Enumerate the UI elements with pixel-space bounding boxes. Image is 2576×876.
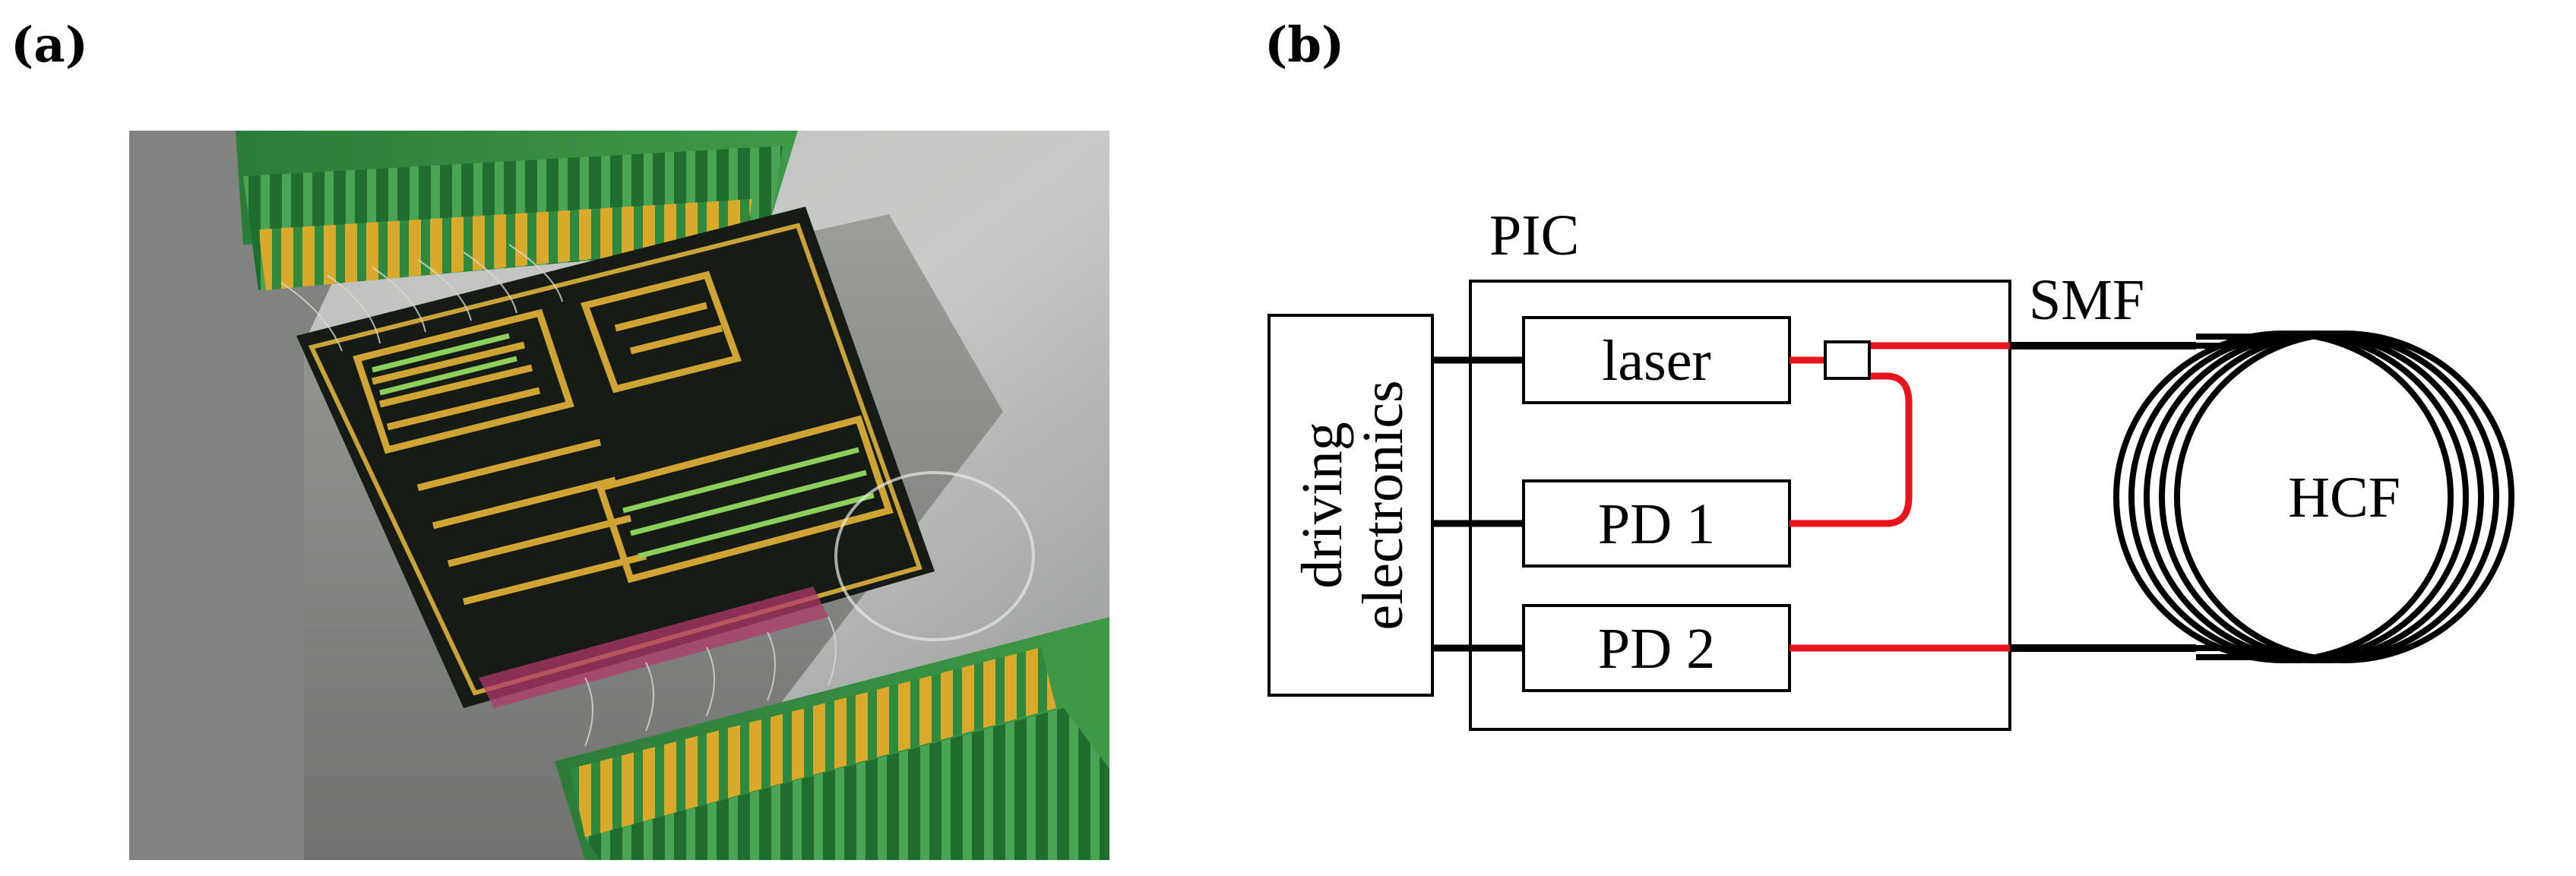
driving-electronics-box (1267, 314, 1434, 697)
pic-label: PIC (1489, 204, 1579, 267)
chip-die (296, 207, 935, 708)
hcf-label: HCF (2288, 466, 2400, 530)
panel-label-a: (a) (11, 17, 89, 74)
driving-electronics-label-line2: electronics (1351, 380, 1415, 630)
hcf-coil (2113, 330, 2514, 663)
smf-label: SMF (2029, 268, 2144, 332)
pd2-label: PD 2 (1598, 617, 1715, 681)
pd1-label: PD 1 (1598, 492, 1715, 556)
metal-block (129, 131, 403, 860)
panel-label-b: (b) (1264, 17, 1345, 74)
pic-boundary (1469, 280, 2011, 731)
smf-fibers (2010, 342, 2196, 652)
driving-electronics-label-line1: driving (1290, 422, 1354, 589)
bottom-pcb-connector (555, 617, 1109, 860)
fiber-glint (834, 471, 1035, 641)
coupler (1824, 340, 1871, 380)
chip-photograph (129, 131, 1109, 860)
electrical-connections (1432, 356, 1524, 652)
laser-box (1522, 316, 1791, 404)
pd2-box (1522, 604, 1791, 692)
laser-label: laser (1602, 329, 1710, 393)
optical-paths (1790, 342, 2010, 652)
